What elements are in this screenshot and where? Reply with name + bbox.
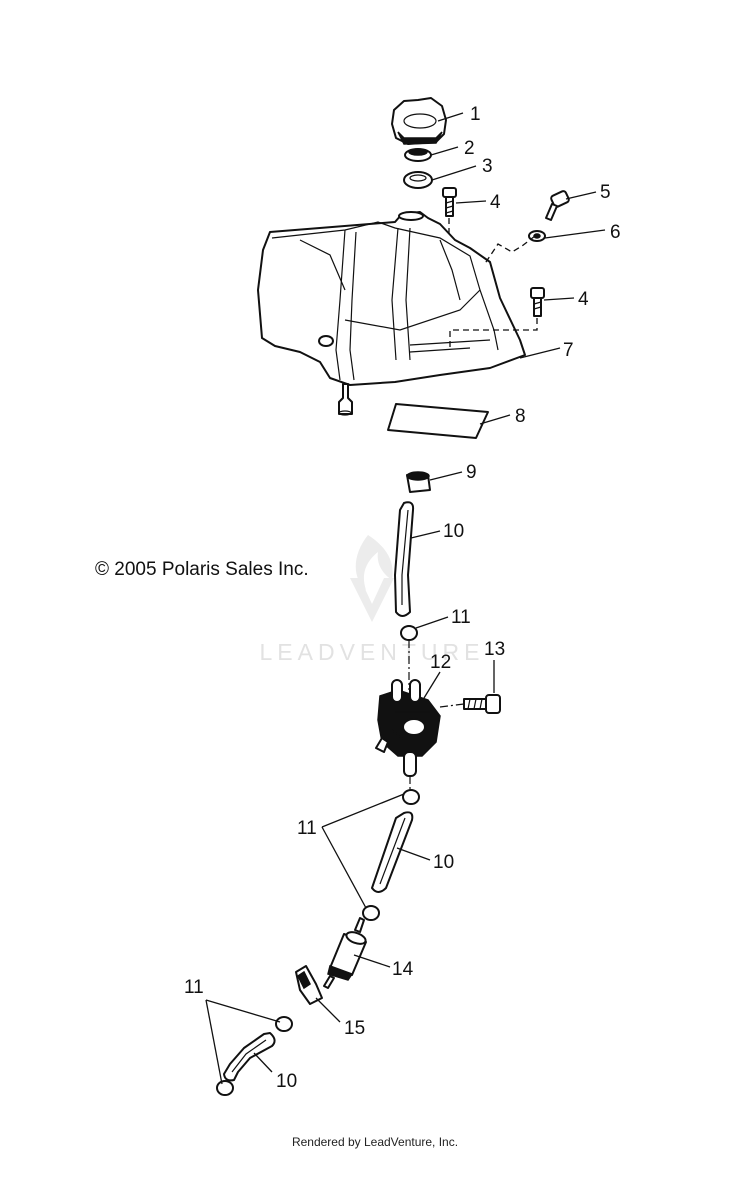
- callout-10b: 10: [433, 852, 454, 873]
- axis-line-bolt: [439, 703, 465, 708]
- callout-11c: 11: [184, 977, 204, 998]
- callout-14: 14: [392, 959, 414, 980]
- cap-gasket: [404, 148, 432, 162]
- fuel-hose-upper: [394, 501, 415, 617]
- fuel-filter: [323, 917, 367, 989]
- callout-3: 3: [482, 156, 493, 177]
- filler-ring: [403, 171, 433, 189]
- leader-lines: [205, 112, 606, 1085]
- hose-fitting: [295, 965, 323, 1005]
- callout-9: 9: [466, 462, 477, 483]
- callout-2: 2: [464, 138, 475, 159]
- washer: [528, 230, 546, 242]
- hose-clamp-top: [406, 471, 431, 493]
- fuel-hose-middle: [371, 811, 414, 893]
- screw: [545, 190, 570, 221]
- valve-bolt: [463, 694, 501, 714]
- fuel-tank: [257, 211, 526, 416]
- callout-1: 1: [470, 104, 481, 125]
- bolt-upper: [442, 187, 457, 217]
- fuel-valve: [375, 679, 441, 777]
- callout-5: 5: [600, 182, 611, 203]
- bolt-lower: [530, 287, 545, 317]
- fuel-cap: [391, 97, 447, 145]
- callout-7: 7: [563, 340, 574, 361]
- hose-clamp-11b: [402, 789, 420, 805]
- attach-line-screw: [483, 235, 536, 266]
- callout-8: 8: [515, 406, 526, 427]
- callout-15: 15: [344, 1018, 365, 1039]
- attach-line-bolt: [449, 318, 538, 348]
- callout-4b: 4: [578, 289, 589, 310]
- warning-decal: [387, 403, 489, 439]
- callout-10a: 10: [443, 521, 464, 542]
- footer-text: Rendered by LeadVenture, Inc.: [292, 1135, 458, 1149]
- hose-clamp-11c: [362, 905, 380, 921]
- hose-clamp-11d: [275, 1016, 293, 1032]
- callout-13: 13: [484, 639, 505, 660]
- copyright-text: © 2005 Polaris Sales Inc.: [95, 559, 309, 580]
- callout-6: 6: [610, 222, 621, 243]
- callout-11b: 11: [297, 818, 317, 839]
- watermark-text: LEADVENTURE: [260, 639, 485, 665]
- callout-10c: 10: [276, 1071, 297, 1092]
- fuel-hose-lower: [223, 1032, 276, 1082]
- hose-clamp-11a: [400, 625, 418, 641]
- hose-clamp-11e: [216, 1080, 234, 1096]
- watermark-logo: [350, 535, 394, 622]
- callout-12: 12: [430, 652, 451, 673]
- callout-11a: 11: [451, 607, 471, 628]
- callout-4a: 4: [490, 192, 501, 213]
